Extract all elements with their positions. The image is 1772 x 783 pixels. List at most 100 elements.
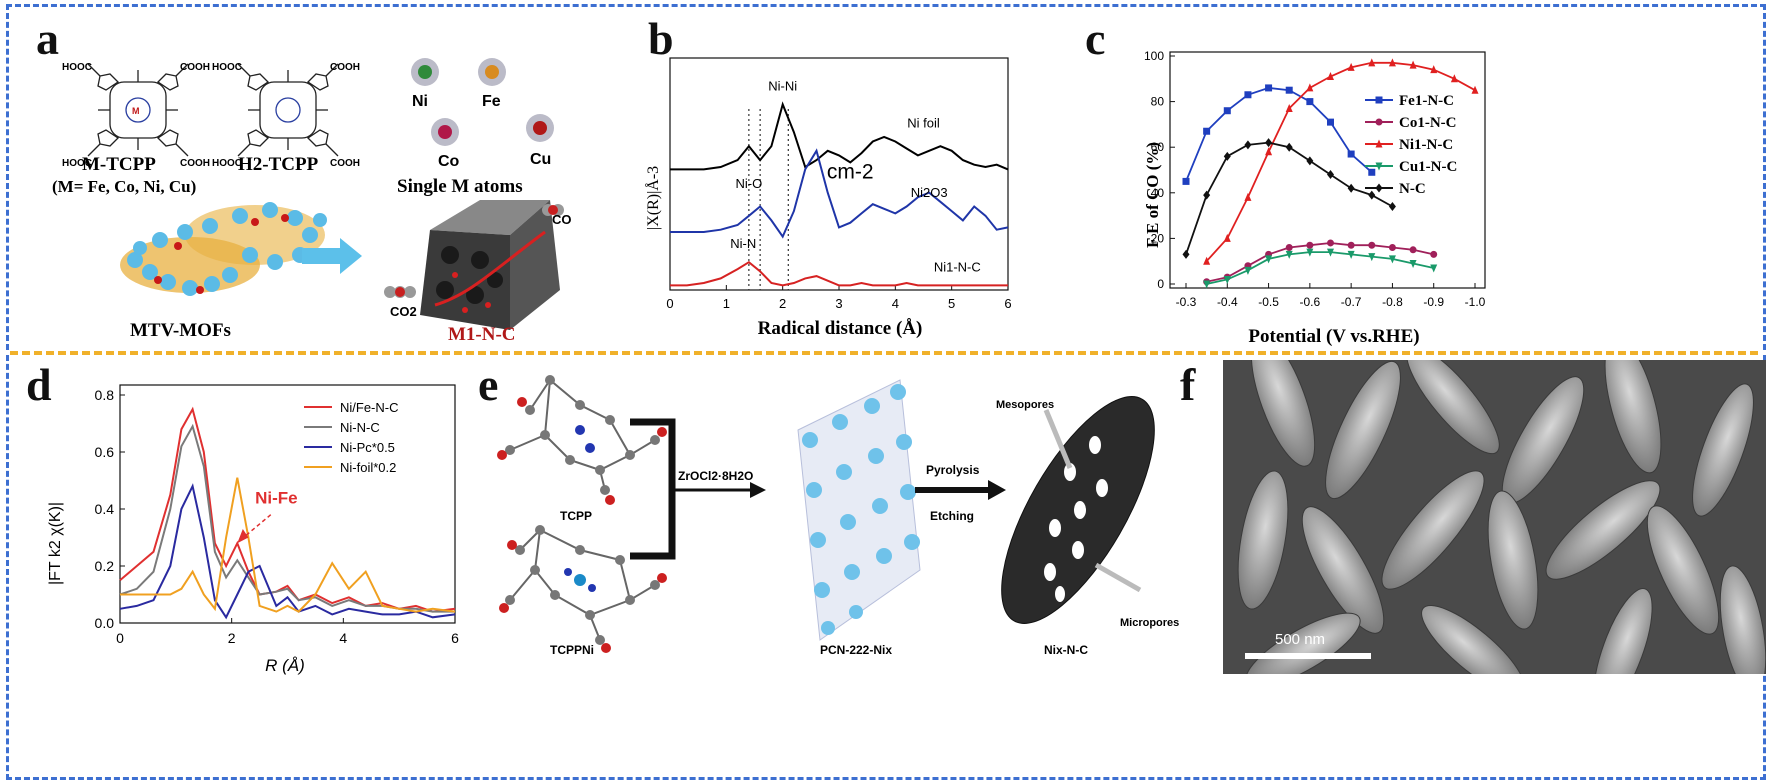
chart-b-xtick-label: 1 [723, 296, 730, 311]
cooh-label-2: COOH [180, 158, 210, 169]
chart-c-point [1203, 127, 1211, 135]
chart-c-point [1203, 256, 1211, 265]
panel-e-scheme: TCPP TCPPNi ZrOCl2·8H2O PCN-222-Nix [497, 375, 1179, 657]
chart-c-point [1244, 91, 1252, 99]
metal-cu: Cu [530, 151, 551, 168]
metal-center-label: M [132, 106, 140, 116]
cooh-label-4: COOH [330, 158, 360, 169]
chart-d-xtick-label: 6 [451, 630, 459, 646]
chart-c-series-line [1205, 61, 1476, 262]
chart-c-point [1285, 142, 1293, 152]
chart-b-xtick-label: 6 [1004, 296, 1011, 311]
chart-d-annotation-arrowhead [237, 528, 249, 544]
pcn-222-framework [797, 379, 921, 641]
chart-c-legend-marker [1375, 183, 1383, 193]
chart-b-series-label: Ni foil [907, 116, 940, 131]
chart-c-legend-label: Ni1-N-C [1399, 137, 1453, 153]
carbon-block [384, 200, 564, 330]
chart-b-series-line [670, 260, 1008, 287]
chart-c-point [1285, 244, 1293, 252]
co-label: CO [552, 212, 572, 227]
metal-fe: Fe [482, 93, 501, 110]
single-atom-icons [411, 58, 554, 146]
chart-c-point [1203, 280, 1211, 289]
chart-c-point [1347, 250, 1355, 259]
scale-bar-label: 500 nm [1275, 631, 1325, 648]
chart-d-series-line [119, 483, 456, 620]
chart-c-xtick-label: -0.9 [1423, 295, 1444, 309]
chart-c-point [1409, 246, 1417, 254]
chart-c-xtick-label: -0.3 [1176, 295, 1197, 309]
chart-b-annotation: Ni-O [736, 176, 763, 191]
chart-d-series-line [119, 423, 455, 613]
cooh-label-3: COOH [330, 62, 360, 73]
chart-c-point [1347, 62, 1355, 71]
panel-label-b: b [648, 13, 674, 64]
chart-c-point [1368, 253, 1376, 262]
chart-b-xlabel: Radical distance (Å) [758, 318, 923, 339]
chart-c-legend-marker [1375, 118, 1383, 126]
chart-d-frame [119, 384, 456, 624]
chart-c-point [1368, 58, 1376, 67]
chart-c-ytick-label: 40 [1151, 186, 1165, 200]
reaction-arrowhead-1 [750, 482, 766, 498]
chart-c-ylabel: F E of CO (%) [1143, 142, 1162, 248]
chart-c-point [1430, 65, 1438, 74]
chart-c-point [1265, 255, 1273, 264]
m-tcpp-label: M-TCPP [82, 154, 156, 175]
chart-c-point [1368, 190, 1376, 200]
chart-c-point [1223, 151, 1231, 161]
chart-c-legend-marker [1375, 139, 1383, 148]
frame-top [6, 4, 1766, 350]
chart-c-point [1285, 103, 1293, 112]
m1-n-c-label: M1-N-C [448, 324, 516, 345]
chart-b-series-label: Ni2O3 [911, 185, 948, 200]
chart-c-legend-label: Fe1-N-C [1399, 93, 1454, 109]
chart-c-ytick-label: 0 [1157, 277, 1164, 291]
chart-c-point [1244, 192, 1252, 201]
chart-d-ytick-label: 0.2 [95, 558, 115, 574]
divider-line [10, 351, 1758, 355]
nix-n-c-particle [1001, 396, 1155, 624]
chart-c-point [1306, 248, 1314, 257]
chart-c-point [1327, 248, 1334, 257]
chart-c-xtick-label: -1.0 [1465, 295, 1486, 309]
chart-c-point [1223, 275, 1231, 284]
chart-c-point [1388, 255, 1396, 264]
mof-structure [120, 202, 327, 296]
m-tcpp-note: (M= Fe, Co, Ni, Cu) [52, 177, 196, 196]
tcppni-molecule [499, 525, 667, 653]
chart-b-series-line [670, 148, 1009, 239]
metal-co: Co [438, 153, 460, 170]
chart-b-xtick-label: 0 [666, 296, 673, 311]
chart-d-legend-label: Ni/Fe-N-C [340, 400, 399, 415]
pcn-222-label: PCN-222-Nix [820, 643, 892, 657]
chart-c-point [1347, 241, 1355, 249]
panel-label-a: a [36, 13, 59, 64]
chart-c-frame [1169, 51, 1486, 289]
chart-d-series-line [120, 477, 456, 613]
chart-c-ytick-label: 20 [1151, 231, 1165, 245]
chart-c-xtick-label: -0.6 [1300, 295, 1321, 309]
h2-tcpp-molecule [237, 63, 339, 157]
chart-b-series-line [670, 101, 1009, 171]
chart-c-xtick-label: -0.4 [1217, 295, 1238, 309]
chart-b-ylabel: |X(R)|Å-3 [644, 166, 662, 230]
chart-d-legend-label: Ni-Pc*0.5 [340, 440, 395, 455]
chart-c-series-line [1185, 141, 1393, 255]
chart-b-xtick-label: 5 [948, 296, 955, 311]
chart-c-ytick-label: 80 [1151, 95, 1165, 109]
chart-c-point [1182, 249, 1190, 259]
chart-c-xlabel: Potential (V vs.RHE) [1248, 326, 1419, 347]
chart-b-annotation: cm-2 [827, 161, 874, 184]
chart-c-xtick-label: -0.7 [1341, 295, 1362, 309]
single-atoms-label: Single M atoms [397, 176, 523, 197]
chart-c-xtick-label: -0.8 [1382, 295, 1403, 309]
chart-c-point [1203, 190, 1211, 200]
sem-image: 500 nm [1223, 360, 1766, 674]
chart-c-xtick-label: -0.5 [1258, 295, 1279, 309]
sem-rods: 500 nm [1223, 360, 1766, 674]
chart-b-xtick-label: 4 [892, 296, 899, 311]
hooc-label-2: HOOC [62, 158, 92, 169]
